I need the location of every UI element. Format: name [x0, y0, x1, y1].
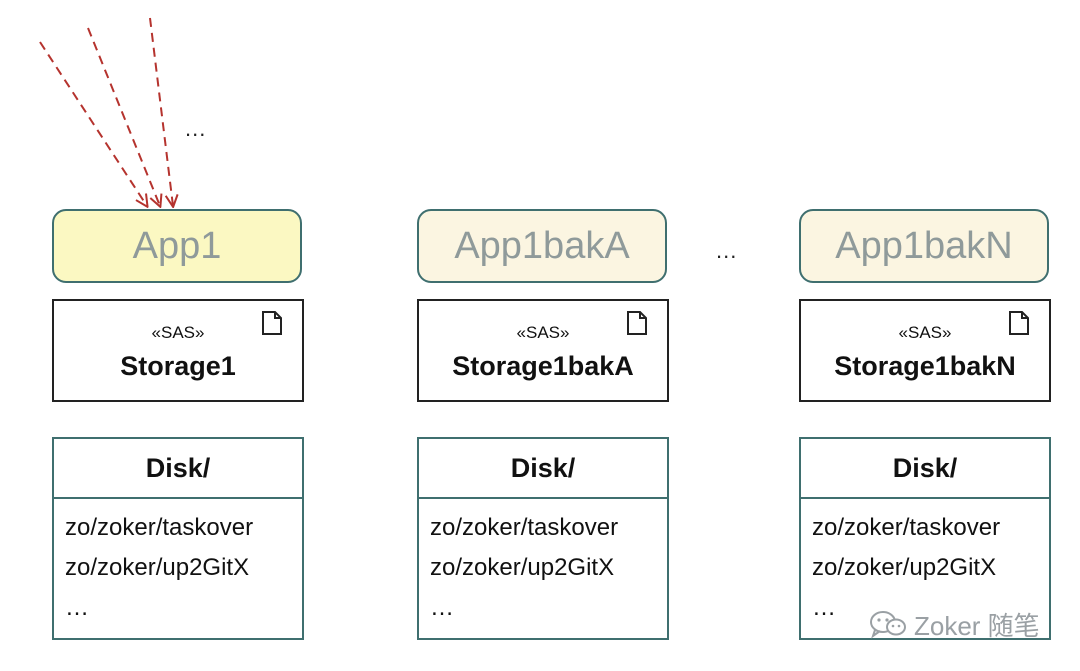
disk-item: zo/zoker/taskover [65, 514, 254, 541]
watermark: Zoker 随笔 [868, 606, 1040, 642]
storage-node-backup-a: «SAS» Storage1bakA [417, 299, 669, 402]
storage-name: Storage1bakN [834, 351, 1016, 381]
app-node-backup-a: App1bakA [417, 209, 667, 283]
disk-title: Disk/ [419, 439, 667, 499]
dashed-arrow [87, 27, 160, 206]
disk-item: … [812, 594, 836, 621]
disk-item: zo/zoker/taskover [430, 514, 619, 541]
storage-stereotype: «SAS» [516, 323, 570, 342]
dashed-arrow [39, 41, 147, 206]
wechat-icon [870, 611, 906, 639]
watermark-text: Zoker 随笔 [914, 610, 1040, 641]
storage-node-primary: «SAS» Storage1 [52, 299, 304, 402]
disk-item: … [430, 594, 454, 621]
disk-item: zo/zoker/taskover [812, 514, 1001, 541]
more-sources-ellipsis: ... [185, 116, 207, 141]
disk-item: … [65, 594, 89, 621]
storage-name: Storage1 [120, 351, 236, 381]
storage-stereotype: «SAS» [151, 323, 205, 342]
dashed-arrow [149, 17, 173, 206]
storage-name: Storage1bakA [452, 351, 634, 381]
disk-panel-backup-n: Disk/ zo/zoker/taskover zo/zoker/up2GitX… [799, 437, 1051, 640]
disk-item: zo/zoker/up2GitX [65, 554, 250, 581]
app-node-backup-n: App1bakN [799, 209, 1049, 283]
disk-panel-primary: Disk/ zo/zoker/taskover zo/zoker/up2GitX… [52, 437, 304, 640]
app-node-primary: App1 [52, 209, 302, 283]
storage-node-backup-n: «SAS» Storage1bakN [799, 299, 1051, 402]
disk-title: Disk/ [801, 439, 1049, 499]
document-icon [627, 311, 647, 335]
disk-item: zo/zoker/up2GitX [812, 554, 997, 581]
document-icon [262, 311, 282, 335]
disk-title: Disk/ [54, 439, 302, 499]
disk-panel-backup-a: Disk/ zo/zoker/taskover zo/zoker/up2GitX… [417, 437, 669, 640]
more-backups-ellipsis: ... [716, 238, 738, 263]
storage-stereotype: «SAS» [898, 323, 952, 342]
document-icon [1009, 311, 1029, 335]
disk-item: zo/zoker/up2GitX [430, 554, 615, 581]
